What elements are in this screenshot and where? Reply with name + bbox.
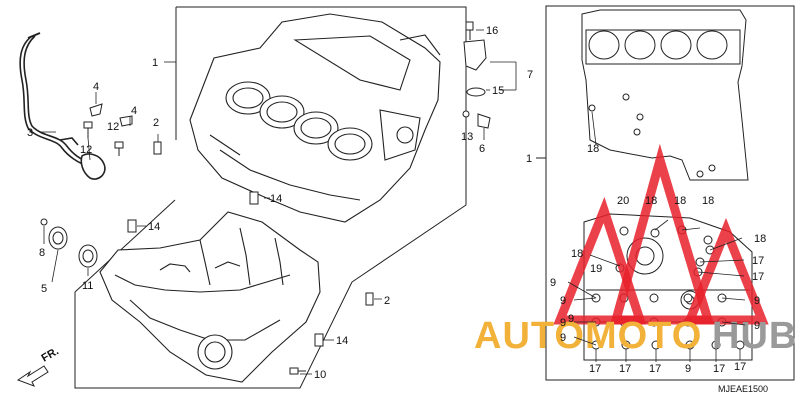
label-14a: 14 xyxy=(270,193,282,205)
right-frame xyxy=(536,5,795,381)
labels-left: 1 2 2 3 4 4 5 6 7 8 10 11 12 12 13 14 14… xyxy=(27,25,533,381)
label-r17c: 17 xyxy=(589,363,601,375)
lower-crankcase xyxy=(99,211,321,383)
label-12a: 12 xyxy=(107,121,119,133)
label-3: 3 xyxy=(27,127,33,139)
label-r18e: 18 xyxy=(754,233,766,245)
label-r18f: 18 xyxy=(571,248,583,260)
label-14b: 14 xyxy=(148,221,160,233)
label-r17b: 17 xyxy=(752,271,764,283)
upper-crankcase xyxy=(189,13,441,223)
label-r17d: 17 xyxy=(619,363,631,375)
watermark-logo xyxy=(553,143,769,325)
leader-lines-right xyxy=(567,111,746,362)
labels-right: 1 18 18 18 18 18 18 20 19 17 17 9 9 9 9 … xyxy=(526,143,766,375)
label-r9d: 9 xyxy=(560,317,566,329)
label-16: 16 xyxy=(486,25,498,37)
label-r9e: 9 xyxy=(754,320,760,332)
label-13: 13 xyxy=(461,131,473,143)
diagram-code: MJEAE1500 xyxy=(718,384,768,394)
label-4b: 4 xyxy=(131,105,137,117)
label-r9g: 9 xyxy=(568,313,574,325)
label-r1: 1 xyxy=(526,153,532,165)
label-8: 8 xyxy=(39,247,45,259)
label-1: 1 xyxy=(152,57,158,69)
upper-crankcase-frame xyxy=(175,6,467,283)
label-10: 10 xyxy=(314,369,326,381)
breather-tube xyxy=(19,32,106,180)
label-r17f: 17 xyxy=(713,363,725,375)
label-r17a: 17 xyxy=(752,255,764,267)
label-11: 11 xyxy=(82,280,93,292)
label-r18b: 18 xyxy=(645,195,657,207)
label-4a: 4 xyxy=(93,81,99,93)
label-r18d: 18 xyxy=(702,195,714,207)
label-r18a: 18 xyxy=(587,143,599,155)
label-r9b: 9 xyxy=(560,295,566,307)
label-2b: 2 xyxy=(384,295,390,307)
label-14c: 14 xyxy=(336,335,348,347)
label-r9h: 9 xyxy=(685,363,691,375)
lower-crankcase-frame xyxy=(74,199,353,389)
label-r9f: 9 xyxy=(560,332,566,344)
label-7: 7 xyxy=(527,69,533,81)
watermark-text: AUTOMOTO HUB xyxy=(474,315,797,357)
label-r17g: 17 xyxy=(734,361,746,373)
label-r18c: 18 xyxy=(674,195,686,207)
leader-lines-left xyxy=(40,29,517,375)
label-r9a: 9 xyxy=(550,277,556,289)
label-r9c: 9 xyxy=(754,295,760,307)
label-5: 5 xyxy=(41,283,47,295)
label-15: 15 xyxy=(492,85,504,97)
bolt-12a xyxy=(83,121,93,129)
label-2a: 2 xyxy=(153,117,159,129)
watermark-word-1: AUTOMOTO xyxy=(474,315,702,357)
label-r19: 19 xyxy=(590,263,602,275)
label-12b: 12 xyxy=(80,144,92,156)
label-r17e: 17 xyxy=(649,363,661,375)
small-parts xyxy=(40,21,491,375)
watermark-word-2: HUB xyxy=(712,315,797,357)
front-arrow-label: FR. xyxy=(40,345,61,364)
label-6: 6 xyxy=(479,143,485,155)
label-r20: 20 xyxy=(617,195,629,207)
front-arrow: FR. xyxy=(16,345,61,387)
